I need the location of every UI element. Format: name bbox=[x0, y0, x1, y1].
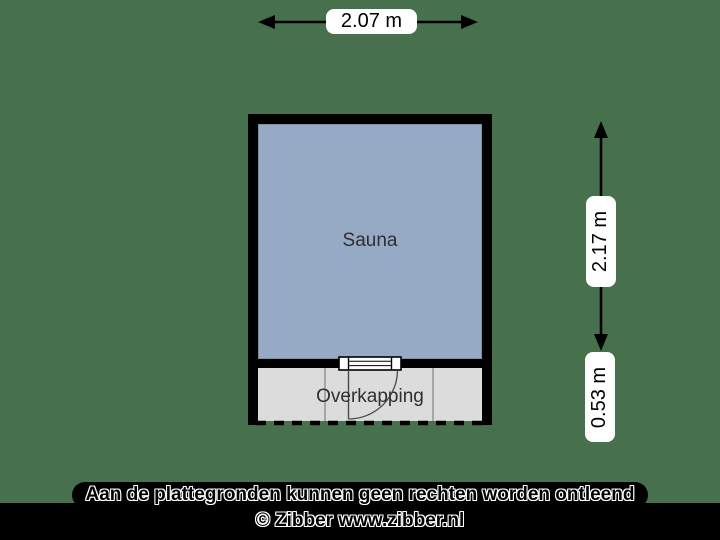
wall-bottom-right-segment bbox=[400, 359, 482, 368]
credit-text: © Zibber www.zibber.nl bbox=[0, 508, 720, 534]
disclaimer-text: Aan de plattegronden kunnen geen rechten… bbox=[0, 482, 720, 508]
overkapping-label: Overkapping bbox=[316, 386, 424, 407]
wall-top bbox=[248, 114, 492, 124]
wall-right bbox=[482, 114, 492, 425]
overkapping-area bbox=[258, 368, 482, 421]
dim-right-lower-label: 0.53 m bbox=[585, 352, 615, 442]
sauna-room bbox=[257, 123, 483, 360]
dim-top-label: 2.07 m bbox=[326, 9, 417, 34]
dim-right-label: 2.17 m bbox=[586, 196, 616, 287]
door-window-icon bbox=[338, 356, 402, 371]
wall-bottom-left-segment bbox=[258, 359, 340, 368]
door-swing-arc-icon bbox=[348, 369, 399, 420]
sauna-label: Sauna bbox=[342, 230, 398, 251]
wall-left bbox=[248, 114, 258, 425]
